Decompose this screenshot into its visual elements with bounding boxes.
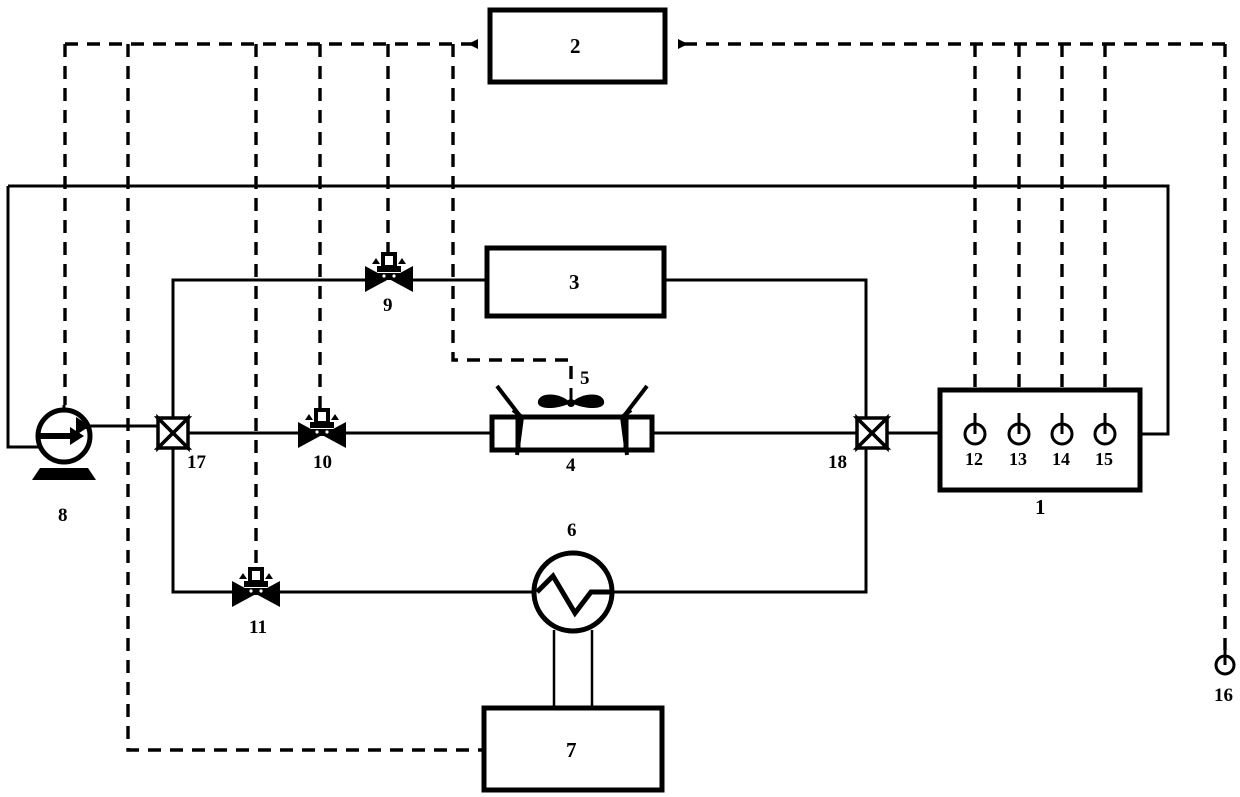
signal-branch-box7 [126, 44, 484, 752]
four-way-valve-18-label: 18 [828, 452, 847, 473]
four-way-valve-17[interactable] [153, 413, 193, 453]
flow-line-group [6, 184, 1170, 708]
controller-box-label: 2 [570, 34, 581, 58]
heat-exchanger[interactable] [531, 550, 615, 634]
flow-valve17-down-to-valve11 [171, 448, 236, 594]
fan[interactable] [537, 388, 605, 409]
component-7-box[interactable] [481, 705, 665, 793]
radiator[interactable] [489, 384, 655, 456]
pump-label: 8 [58, 505, 68, 526]
four-way-valve-18[interactable] [852, 413, 892, 453]
solenoid-valve-10[interactable] [298, 408, 346, 448]
component-3-box[interactable] [484, 245, 667, 319]
flow-heater6-to-valve18 [611, 448, 868, 594]
controller-box[interactable] [487, 7, 668, 85]
fan-label: 5 [580, 368, 590, 389]
sensor-14[interactable] [1050, 413, 1074, 446]
heat-exchanger-label: 6 [567, 520, 577, 541]
pump[interactable] [32, 405, 96, 480]
solenoid-valve-11-label: 11 [249, 617, 267, 638]
solenoid-valve-9[interactable] [365, 252, 413, 292]
sensor-15[interactable] [1093, 413, 1117, 446]
sensor-12[interactable] [963, 413, 987, 446]
signal-line-group [63, 39, 1227, 752]
flow-box3-to-valve18 [664, 278, 868, 418]
solenoid-valve-11[interactable] [232, 567, 280, 607]
radiator-label: 4 [566, 455, 576, 476]
flow-return-rail [8, 184, 1170, 436]
signal-branch-fan5 [451, 44, 573, 388]
sensor-16-label: 16 [1214, 685, 1233, 706]
sensor-13[interactable] [1007, 413, 1031, 446]
sensor-14-label: 14 [1052, 449, 1070, 469]
flow-pump-inlet [6, 186, 40, 449]
sensor-16[interactable] [1214, 646, 1236, 676]
sensor-15-label: 15 [1095, 449, 1113, 469]
sensor-12-label: 12 [965, 449, 983, 469]
solenoid-valve-9-label: 9 [383, 295, 393, 316]
sensor-array-box-label: 1 [1035, 495, 1046, 519]
component-3-box-label: 3 [569, 270, 580, 294]
flow-valve17-up-to-valve9 [171, 278, 365, 418]
four-way-valve-17-label: 17 [187, 452, 206, 473]
sensor-13-label: 13 [1009, 449, 1027, 469]
solenoid-valve-10-label: 10 [313, 452, 332, 473]
component-7-box-label: 7 [566, 738, 577, 762]
